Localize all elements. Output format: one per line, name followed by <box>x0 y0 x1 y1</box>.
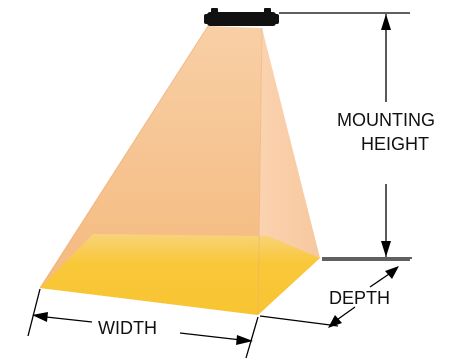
depth-dimension <box>259 259 410 328</box>
floor-coverage-area <box>40 234 320 315</box>
mounting-height-dimension <box>279 12 412 259</box>
width-dimension <box>27 288 259 359</box>
mounting-height-label-line2: HEIGHT <box>361 134 429 154</box>
beam-center-edge <box>257 27 263 316</box>
width-label: WIDTH <box>98 318 157 338</box>
beam-edge-highlight <box>39 25 209 289</box>
mounting-height-label-line1: MOUNTING <box>337 110 435 130</box>
depth-label: DEPTH <box>329 288 390 308</box>
light-beam <box>39 25 320 316</box>
light-fixture-icon <box>204 8 279 26</box>
